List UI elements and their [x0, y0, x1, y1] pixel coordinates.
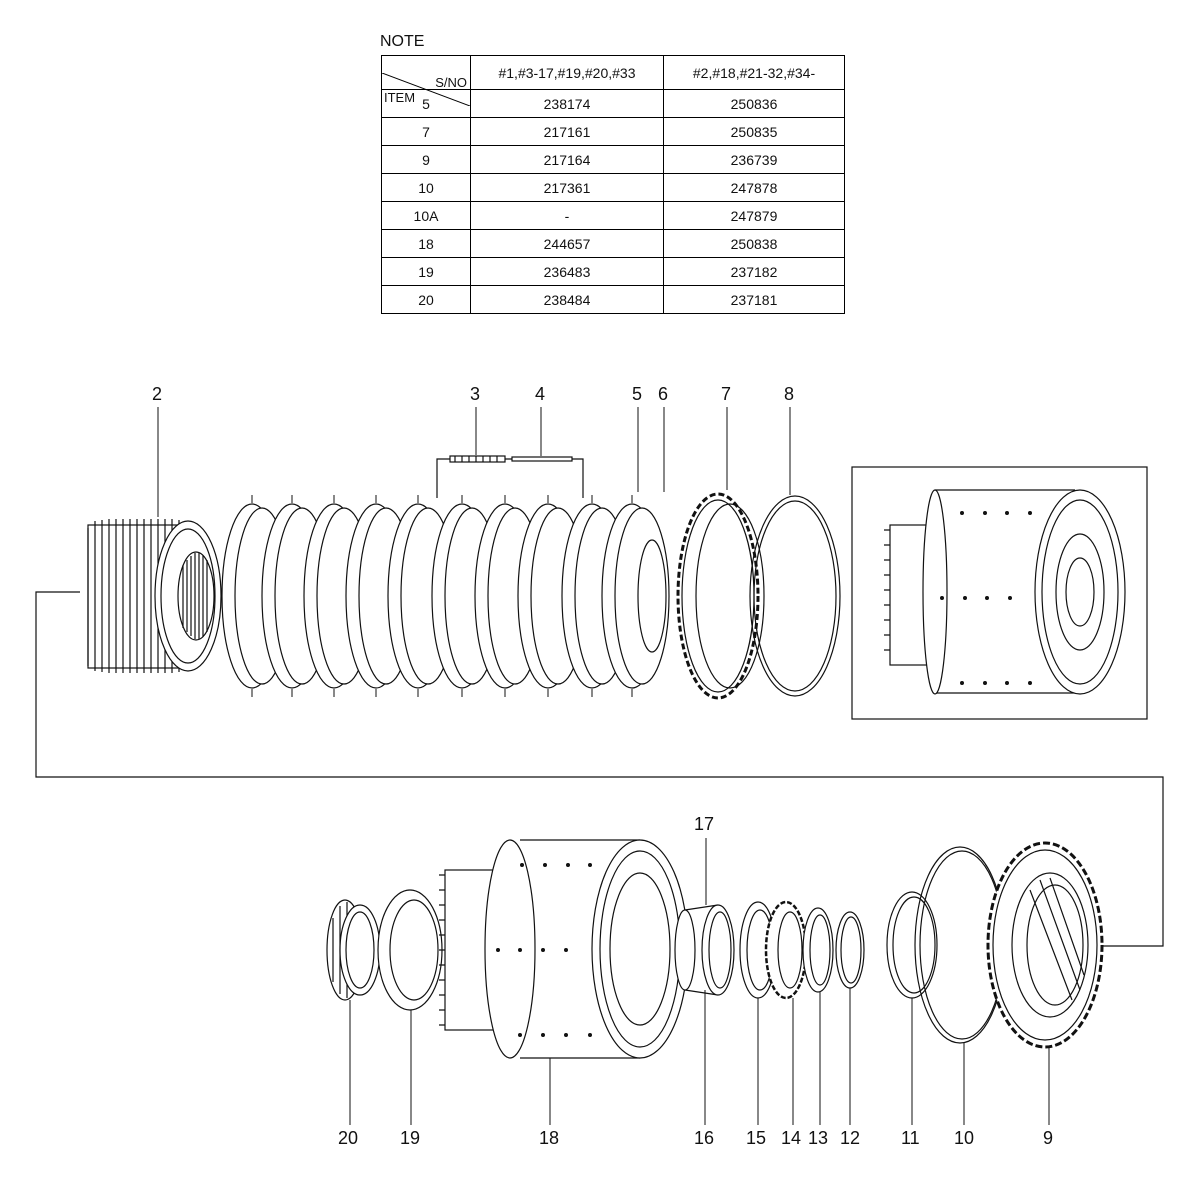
part-number-cell: 237181 — [663, 285, 845, 314]
part-number-cell: - — [470, 201, 664, 230]
part-number-cell: 238484 — [470, 285, 664, 314]
column-header: #2,#18,#21-32,#34- — [663, 55, 845, 90]
corner-cell: S/NO ITEM — [381, 55, 471, 106]
thrust-washer-part — [802, 907, 834, 993]
callout-label: 10 — [954, 1128, 974, 1148]
connector-line — [35, 591, 1164, 947]
bearing-cup-part — [377, 889, 443, 1011]
part-number-cell: 250838 — [663, 229, 845, 258]
drive-plate-part — [986, 841, 1104, 1049]
retaining-ring-part — [835, 911, 865, 989]
callout-label: 19 — [400, 1128, 420, 1148]
callout-label: 11 — [901, 1128, 920, 1148]
callout-label: 9 — [1043, 1128, 1053, 1148]
bottom-callouts: 20 19 18 17 16 15 14 13 12 11 10 9 — [338, 814, 1053, 1148]
hub-gear-part — [87, 519, 222, 673]
callout-label: 2 — [152, 384, 162, 404]
plate-group-bracket — [436, 455, 584, 498]
callout-label: 20 — [338, 1128, 358, 1148]
part-number-cell: 250836 — [663, 89, 845, 118]
item-cell: 18 — [381, 229, 471, 258]
callout-label: 8 — [784, 384, 794, 404]
table-row: 18 244657 250838 — [381, 229, 845, 258]
seal-ring-part — [886, 891, 938, 999]
item-cell: 10A — [381, 201, 471, 230]
callout-label: 3 — [470, 384, 480, 404]
callout-label: 6 — [658, 384, 668, 404]
table-row: 9 217164 236739 — [381, 145, 845, 174]
callout-label: 15 — [746, 1128, 766, 1148]
assembly-inset-frame — [851, 466, 1148, 720]
plate-tabs — [251, 495, 633, 697]
toothed-ring-part — [676, 492, 765, 700]
callout-label: 17 — [694, 814, 714, 834]
sleeve-part — [674, 904, 735, 996]
callout-label: 14 — [781, 1128, 801, 1148]
callout-label: 13 — [808, 1128, 828, 1148]
corner-bottom-label: ITEM — [384, 89, 416, 105]
part-number-cell: 247879 — [663, 201, 845, 230]
part-number-cell: 236739 — [663, 145, 845, 174]
note-title: NOTE — [380, 33, 425, 50]
part-number-cell: 247878 — [663, 173, 845, 202]
table-row: 20 238484 237181 — [381, 285, 845, 314]
table-row: 5 238174 250836 — [381, 89, 845, 118]
roller-bearing-part — [326, 899, 381, 1001]
table-row: 10 217361 247878 — [381, 173, 845, 202]
top-callouts: 2 3 4 5 6 7 8 — [152, 384, 794, 404]
clutch-plate-stack — [221, 503, 670, 689]
corner-top-label: S/NO — [435, 74, 467, 90]
callout-label: 18 — [539, 1128, 559, 1148]
item-cell: 9 — [381, 145, 471, 174]
callout-label: 4 — [535, 384, 545, 404]
needle-bearing-part — [764, 900, 808, 1000]
item-cell: 7 — [381, 117, 471, 146]
callout-label: 7 — [721, 384, 731, 404]
note-table: S/NO ITEM #1,#3-17,#19,#20,#33 #2,#18,#2… — [381, 55, 845, 314]
part-number-cell: 238174 — [470, 89, 664, 118]
assembled-unit-view — [884, 489, 1126, 695]
part-number-cell: 217161 — [470, 117, 664, 146]
clutch-drum-part — [439, 839, 689, 1059]
table-row: 10A - 247879 — [381, 201, 845, 230]
snap-ring-part — [749, 495, 841, 697]
callout-label: 16 — [694, 1128, 714, 1148]
part-number-cell: 244657 — [470, 229, 664, 258]
top-leader-lines — [157, 407, 791, 517]
callout-label: 5 — [632, 384, 642, 404]
callout-label: 12 — [840, 1128, 860, 1148]
bottom-leader-lines — [349, 838, 1050, 1125]
